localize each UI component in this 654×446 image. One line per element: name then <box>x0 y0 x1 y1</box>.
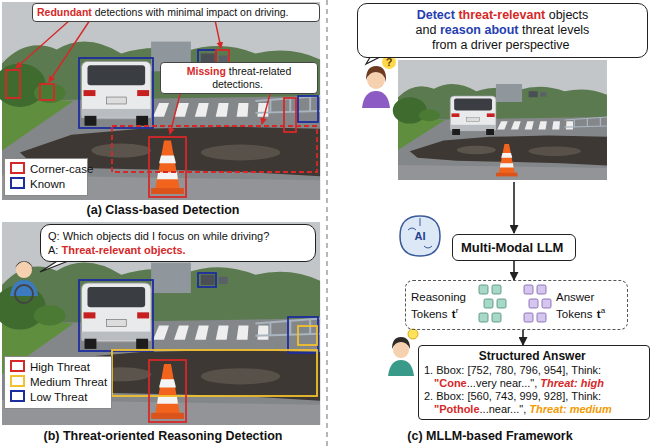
legend-text: Corner-case <box>30 163 93 175</box>
panel-caption: (a) Class-based Detection <box>87 203 240 217</box>
flow-arrow <box>522 330 524 345</box>
legend-item: Medium Threat <box>10 375 106 390</box>
speech-bubble: Detectthreat-relevantobjects andreason a… <box>357 3 648 58</box>
node-text: Q: Which objects did I focus on while dr… <box>48 229 305 243</box>
answer-box: Structured Answer1. Bbox: [752, 780, 796… <box>418 345 650 420</box>
node-text: Missing <box>187 65 226 77</box>
callout-box: Missingthreat-related detections. <box>160 62 318 94</box>
node-text: t <box>452 308 456 320</box>
node-text: Answer Tokens <box>556 291 594 320</box>
flow-arrow <box>513 261 515 280</box>
legend-swatch <box>10 177 25 189</box>
node-text: r <box>456 306 459 315</box>
legend-box: Corner-caseKnown <box>4 158 88 196</box>
legend-box: High ThreatMedium ThreatLow Threat <box>4 356 112 409</box>
node-text: threat-relevant <box>458 8 545 22</box>
node-text: "Cone <box>434 377 467 389</box>
icon-label: ? <box>386 56 393 68</box>
node-text: ...very near...", <box>467 377 538 389</box>
model-box: Multi-Modal LLM <box>452 234 576 261</box>
callout-box: Redundantdetections with minimal impact … <box>32 3 320 22</box>
legend-swatch <box>10 360 25 372</box>
node-text: A: <box>48 244 58 256</box>
node-text: ...near...", <box>480 403 527 415</box>
node-text: Structured Answer <box>424 349 641 364</box>
node-text: a <box>601 306 605 315</box>
legend-item: High Threat <box>10 360 106 375</box>
legend-text: Medium Threat <box>30 376 107 388</box>
node-text: t <box>597 308 601 320</box>
node-text: 2. Bbox: [560, 743, 999, 928], Think: <box>424 390 641 403</box>
legend-swatch <box>10 390 25 402</box>
text-group: Reasoning Tokenstr <box>411 290 479 321</box>
panel-caption: (c) MLLM-based Framework <box>407 429 572 443</box>
node-text: Redundant <box>37 6 92 18</box>
legend-item: Corner-case <box>10 162 82 177</box>
node-text: Detect <box>417 8 455 22</box>
node-text: "Pothole <box>434 403 480 415</box>
icon-label: AI <box>415 230 426 242</box>
legend-text: High Threat <box>30 361 90 373</box>
legend-text: Known <box>30 178 65 190</box>
text-group: Answer Tokensta <box>556 290 624 321</box>
node-text: Threat: medium <box>529 403 612 415</box>
node-text: Multi-Modal LLM <box>461 240 564 255</box>
legend-item: Low Threat <box>10 390 106 405</box>
node-text: reason about <box>440 23 519 37</box>
panel-caption: (b) Threat-oriented Reasoning Detection <box>44 429 283 443</box>
node-text: detections with minimal impact on drivin… <box>95 6 289 18</box>
legend-item: Known <box>10 177 82 192</box>
node-text: Threat-relevant objects. <box>61 244 185 256</box>
speech-bubble: Q: Which objects did I focus on while dr… <box>40 224 316 262</box>
node-text: 1. Bbox: [752, 780, 796, 954], Think: <box>424 364 641 377</box>
node-text: Threat: high <box>540 377 604 389</box>
token-group-box: Reasoning TokenstrAnswer Tokensta <box>405 280 628 330</box>
legend-text: Low Threat <box>30 391 87 403</box>
node-text: Reasoning Tokens <box>411 291 466 320</box>
legend-swatch <box>10 375 25 387</box>
legend-swatch <box>10 162 25 174</box>
